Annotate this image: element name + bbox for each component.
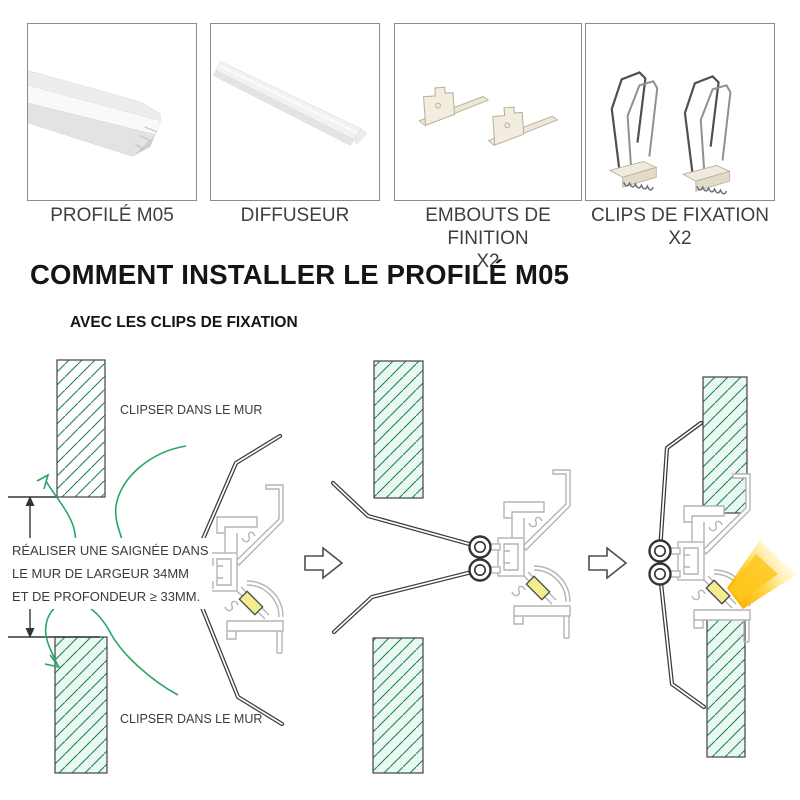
groove-note-line2: LE MUR DE LARGEUR 34MM (12, 566, 189, 581)
product-image-endcaps (394, 23, 582, 201)
aluminium-profile-illustration (28, 70, 161, 157)
label-clip-into-wall-top: CLIPSER DANS LE MUR (120, 403, 263, 417)
product-image-clips (585, 23, 775, 201)
wall-step3-top (702, 376, 748, 514)
endcaps-illustration (418, 86, 559, 146)
clip-wires-step1 (190, 433, 285, 727)
wall-step2-top (373, 360, 424, 499)
fixation-clips-illustration (608, 71, 732, 195)
product-image-diffuser (210, 23, 380, 201)
label-clip-into-wall-bottom: CLIPSER DANS LE MUR (120, 712, 263, 726)
diffuser-illustration (212, 61, 368, 146)
step-arrow-icon-2 (588, 547, 627, 579)
page-title: COMMENT INSTALLER LE PROFILÉ M05 (30, 259, 570, 290)
product-label-profile: PROFILÉ M05 (50, 205, 174, 226)
product-label-diffuser: DIFFUSEUR (240, 205, 350, 226)
wall-step1-top (56, 359, 106, 498)
wall-step3-bottom (706, 618, 746, 758)
clip-wires-step3 (657, 420, 707, 710)
led-strip (705, 579, 731, 605)
profile-cross-section-step2 (468, 468, 572, 640)
page-subtitle: AVEC LES CLIPS DE FIXATION (70, 314, 298, 331)
groove-note-line3: ET DE PROFONDEUR ≥ 33MM. (12, 589, 201, 604)
groove-note-line1: RÉALISER UNE SAIGNÉE DANS (12, 543, 209, 558)
wall-step1-bottom (54, 636, 108, 774)
wall-step2-bottom (372, 637, 424, 774)
label-groove-note: RÉALISER UNE SAIGNÉE DANS LE MUR DE LARG… (12, 538, 212, 609)
light-beam (705, 540, 796, 609)
product-image-profile (27, 23, 197, 201)
step-arrow-icon-1 (304, 547, 343, 579)
clip-wires-step2 (330, 480, 483, 635)
